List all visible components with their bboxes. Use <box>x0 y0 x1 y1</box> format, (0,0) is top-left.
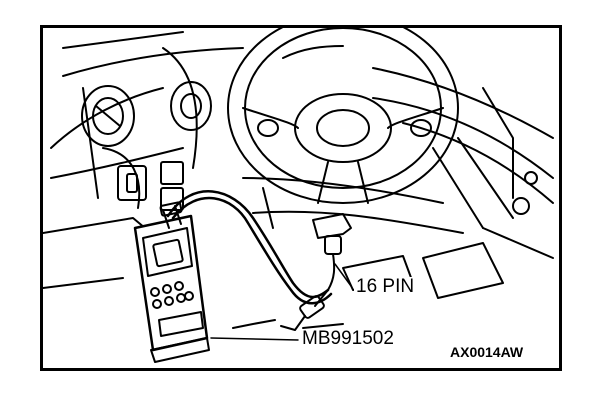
scan-tool-icon <box>133 201 210 363</box>
diagnostic-cable <box>166 190 344 331</box>
steering-wheel <box>227 28 459 204</box>
figure-code-label: AX0014AW <box>448 344 526 360</box>
dashboard-outline <box>43 31 554 289</box>
dashboard-illustration <box>43 28 554 363</box>
tool-part-number-label: MB991502 <box>300 328 396 349</box>
leader-lines <box>210 263 352 341</box>
connector-label: 16 PIN <box>354 276 417 297</box>
illustration-frame: 16 PIN MB991502 AX0014AW <box>40 25 562 371</box>
air-vent-left <box>81 81 212 147</box>
data-link-connector-icon <box>312 213 352 291</box>
